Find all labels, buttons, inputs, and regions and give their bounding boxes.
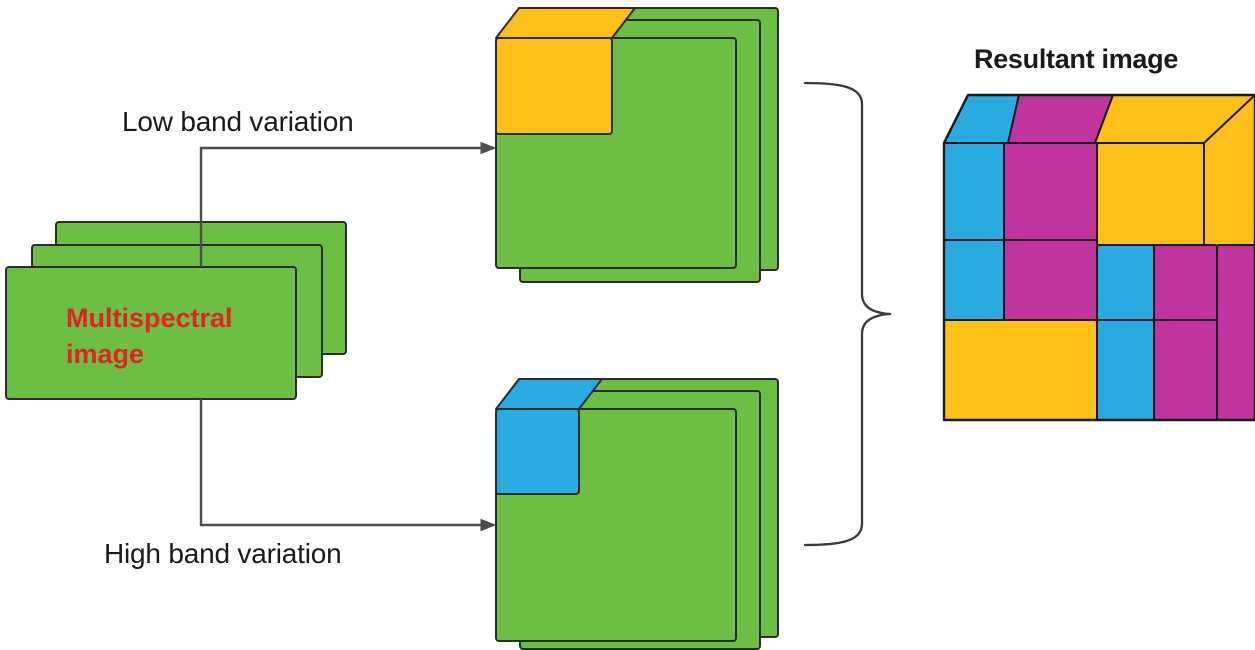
result-cell-magenta-mid (1003, 239, 1098, 321)
result-cell-magenta-bottom (1153, 319, 1218, 421)
result-cell-magenta-mid-right (1153, 244, 1218, 321)
result-cell-yellow-top-right (1096, 142, 1205, 246)
low-band-patch-top-face (495, 7, 636, 39)
result-cell-blue-bottom-right (1096, 319, 1155, 421)
label-low-band-variation: Low band variation (122, 106, 354, 137)
multispectral-label-line2: image (66, 339, 145, 370)
resultant-image-cube (942, 93, 1255, 422)
high-band-patch-front-face (495, 408, 580, 495)
result-cell-blue-top-left (943, 142, 1005, 241)
multispectral-stack (5, 221, 347, 400)
result-cell-blue-mid-left (943, 239, 1005, 321)
arrow-low-band (199, 141, 497, 267)
multispectral-label-line1: Multispectral (66, 303, 233, 333)
high-band-stack (495, 378, 779, 650)
label-resultant-image: Resultant image (974, 44, 1179, 74)
result-cell-magenta-far-right (1216, 244, 1255, 421)
curly-brace-connector (803, 81, 892, 547)
result-cell-magenta-top (1003, 142, 1098, 241)
result-cell-yellow-bottom-left (943, 319, 1098, 421)
label-multispectral-image: Multispectral image (66, 300, 276, 372)
low-band-stack (495, 7, 779, 283)
multispectral-plane-front (5, 266, 297, 400)
label-high-band-variation: High band variation (104, 538, 342, 569)
arrow-high-band (199, 399, 497, 532)
result-cell-blue-mid-right (1096, 244, 1155, 321)
result-cube-outline (942, 93, 1255, 422)
low-band-patch-front-face (495, 37, 613, 135)
